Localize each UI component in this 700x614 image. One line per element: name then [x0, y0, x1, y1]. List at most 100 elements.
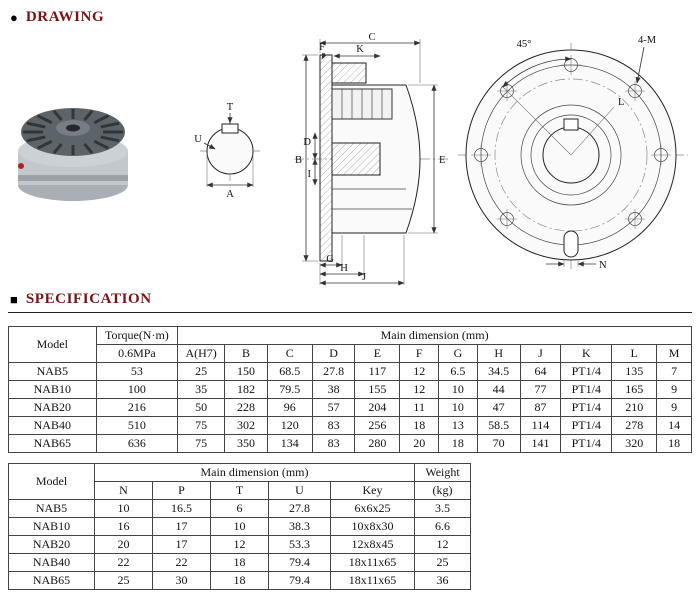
- table-header-row: Model Torque(N·m) Main dimension (mm): [8, 326, 692, 363]
- col-header-c: C: [266, 344, 313, 363]
- dim-cell: 10: [94, 499, 153, 518]
- table-subheader-row: N P T U Key (kg): [9, 481, 472, 500]
- dim-cell: PT1/4: [560, 362, 613, 381]
- dim-label-j: J: [362, 272, 366, 283]
- dim-cell: 11: [399, 398, 440, 417]
- model-cell: NAB40: [8, 553, 95, 572]
- table-row: NAB10 100 35 182 79.5 38 155 12 10 44 77…: [8, 380, 692, 399]
- dim-cell: 320: [611, 434, 658, 453]
- table-row: NAB65 636 75 350 134 83 280 20 18 70 141…: [8, 434, 692, 453]
- dim-label-e: E: [439, 155, 445, 166]
- dim-cell: 278: [611, 416, 658, 435]
- col-header-main-dimension: Main dimension (mm): [177, 326, 692, 345]
- dim-cell: 9: [656, 398, 692, 417]
- dim-label-u: U: [194, 134, 202, 145]
- col-header-key: Key: [329, 481, 416, 500]
- dim-cell: 7: [656, 362, 692, 381]
- dim-cell: 30: [152, 571, 211, 590]
- dim-cell: 57: [311, 398, 356, 417]
- col-header-t: T: [210, 481, 269, 500]
- dim-cell: 16.5: [152, 499, 211, 518]
- dim-cell: 13: [438, 416, 478, 435]
- torque-cell: 53: [95, 362, 179, 381]
- col-header-main-dimension: Main dimension (mm): [93, 463, 416, 482]
- dim-cell: 12: [210, 535, 269, 554]
- table-row: NAB65 25 30 18 79.4 18x11x65 36: [8, 571, 472, 590]
- dim-cell: 58.5: [476, 416, 521, 435]
- dim-cell: 114: [519, 416, 562, 435]
- col-header-g: G: [438, 344, 478, 363]
- dim-cell: 75: [177, 416, 226, 435]
- col-header-model: Model: [8, 463, 95, 500]
- dim-cell: 64: [519, 362, 562, 381]
- dim-label-t: T: [227, 102, 234, 113]
- dim-label-a: A: [226, 189, 234, 200]
- col-header-m: M: [656, 344, 692, 363]
- dim-cell: 96: [266, 398, 313, 417]
- dim-cell: 68.5: [266, 362, 313, 381]
- front-view: N 45° 4-M L: [458, 35, 688, 271]
- dim-cell: 16: [94, 517, 153, 536]
- dim-cell: 22: [152, 553, 211, 572]
- col-header-j: J: [519, 344, 562, 363]
- model-cell: NAB65: [8, 434, 97, 453]
- col-header-d: D: [311, 344, 356, 363]
- dim-cell: PT1/4: [560, 398, 613, 417]
- dim-label-g: G: [326, 254, 334, 265]
- dim-cell: 27.8: [311, 362, 356, 381]
- col-header-u: U: [268, 481, 331, 500]
- model-cell: NAB20: [8, 535, 95, 554]
- col-header-b: B: [224, 344, 268, 363]
- dim-cell: 38.3: [268, 517, 331, 536]
- model-cell: NAB10: [8, 517, 95, 536]
- specification-section-header: ■ SPECIFICATION: [10, 289, 692, 309]
- dim-cell: 17: [152, 535, 211, 554]
- dim-label-4m: 4-M: [638, 35, 657, 46]
- dim-cell: 204: [354, 398, 401, 417]
- torque-cell: 510: [95, 416, 179, 435]
- model-cell: NAB20: [8, 398, 97, 417]
- model-cell: NAB65: [8, 571, 95, 590]
- key-cell: 10x8x30: [329, 517, 416, 536]
- key-cell: 18x11x65: [329, 553, 416, 572]
- dim-cell: 120: [266, 416, 313, 435]
- dim-cell: 6.5: [438, 362, 478, 381]
- dim-cell: 79.4: [268, 553, 331, 572]
- dim-cell: 210: [611, 398, 658, 417]
- specification-section-title: SPECIFICATION: [25, 290, 152, 307]
- key-cell: 12x8x45: [329, 535, 416, 554]
- dim-cell: 77: [519, 380, 562, 399]
- key-cell: 6x6x25: [329, 499, 416, 518]
- col-header-h: H: [476, 344, 521, 363]
- dim-cell: 27.8: [268, 499, 331, 518]
- dim-cell: 18: [210, 571, 269, 590]
- col-header-torque: Torque(N·m): [95, 326, 179, 345]
- drawing-section-title: DRAWING: [25, 8, 105, 25]
- dim-cell: 53.3: [268, 535, 331, 554]
- dim-cell: 12: [399, 362, 440, 381]
- dim-cell: 83: [311, 434, 356, 453]
- dim-cell: 12: [399, 380, 440, 399]
- table-row: NAB20 20 17 12 53.3 12x8x45 12: [8, 535, 472, 554]
- spec-table-main-dimensions: Model Torque(N·m) Main dimension (mm) 0.…: [8, 326, 692, 453]
- weight-cell: 3.5: [414, 499, 472, 518]
- weight-cell: 25: [414, 553, 472, 572]
- dim-cell: 10: [210, 517, 269, 536]
- dim-label-d: D: [303, 137, 311, 148]
- dim-cell: 34.5: [476, 362, 521, 381]
- dim-label-n: N: [599, 260, 607, 271]
- dim-cell: PT1/4: [560, 416, 613, 435]
- model-cell: NAB5: [8, 362, 97, 381]
- circle-bullet-icon: ●: [10, 9, 18, 25]
- dim-cell: 75: [177, 434, 226, 453]
- col-header-p: P: [152, 481, 211, 500]
- dim-cell: 18: [210, 553, 269, 572]
- dim-cell: 18: [438, 434, 478, 453]
- dim-cell: 18: [656, 434, 692, 453]
- table-header-row: Model Main dimension (mm) Weight: [8, 463, 472, 500]
- col-header-weight-unit: (kg): [414, 481, 472, 500]
- col-header-a: A(H7): [177, 344, 226, 363]
- dim-cell: 134: [266, 434, 313, 453]
- model-cell: NAB10: [8, 380, 97, 399]
- dim-cell: 20: [399, 434, 440, 453]
